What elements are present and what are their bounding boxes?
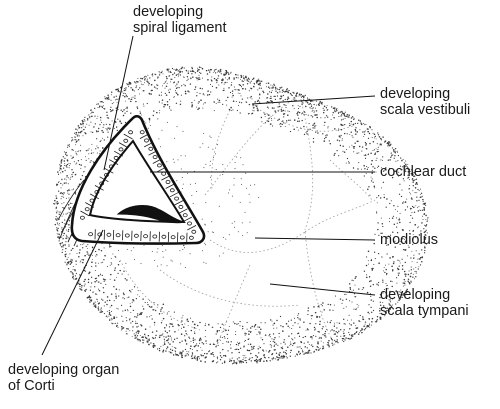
leader-modiolus xyxy=(255,238,375,240)
label-line: of Corti xyxy=(8,378,119,394)
label-line: scala vestibuli xyxy=(380,102,470,118)
label-line: spiral ligament xyxy=(133,20,227,36)
label-line: scala tympani xyxy=(380,303,469,319)
label-line: developing organ xyxy=(8,362,119,378)
label-line: developing xyxy=(133,4,227,20)
label-developing-scala-vestibuli: developing scala vestibuli xyxy=(380,86,470,118)
label-line: developing xyxy=(380,86,470,102)
label-developing-scala-tympani: developing scala tympani xyxy=(380,287,469,319)
label-modiolus: modiolus xyxy=(380,232,438,248)
label-cochlear-duct: cochlear duct xyxy=(380,164,466,180)
label-line: modiolus xyxy=(380,232,438,248)
label-line: developing xyxy=(380,287,469,303)
leader-scala-vestibuli xyxy=(252,96,375,104)
label-line: cochlear duct xyxy=(380,164,466,180)
label-developing-organ-of-corti: developing organ of Corti xyxy=(8,362,119,394)
label-developing-spiral-ligament: developing spiral ligament xyxy=(133,4,227,36)
